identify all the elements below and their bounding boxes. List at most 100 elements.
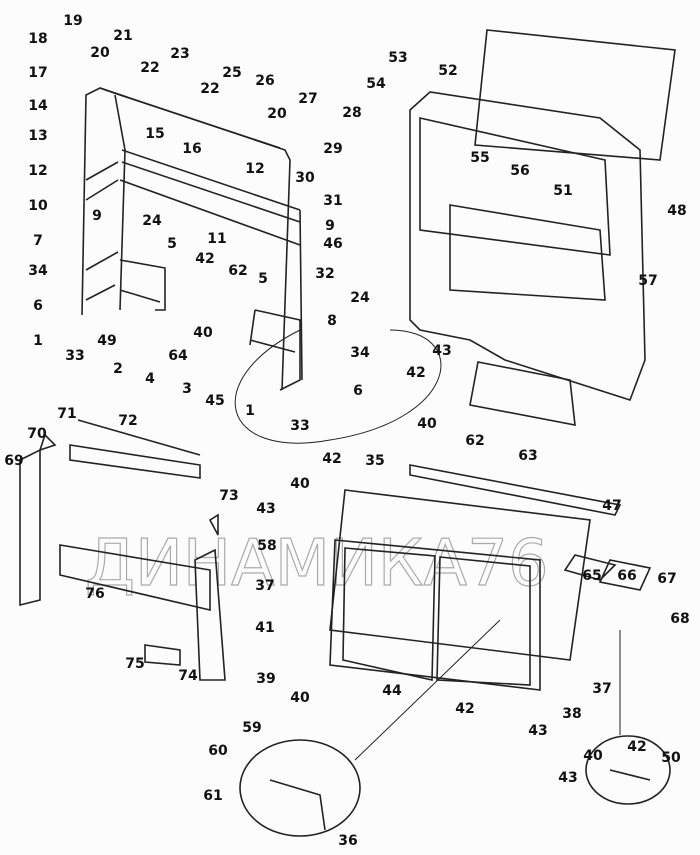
part-label-59: 59 <box>242 720 261 736</box>
part-label-35: 35 <box>365 453 384 469</box>
part-label-22: 22 <box>140 60 159 76</box>
part-label-12: 12 <box>245 161 264 177</box>
watermark: ДИНАМИКА76 <box>85 527 549 601</box>
side-panels <box>19 419 226 681</box>
part-label-54: 54 <box>366 76 386 92</box>
part-label-14: 14 <box>28 98 48 114</box>
part-label-18: 18 <box>28 31 47 47</box>
part-label-62: 62 <box>228 263 247 279</box>
watermark-swirl <box>234 329 442 444</box>
part-label-16: 16 <box>182 141 201 157</box>
part-label-10: 10 <box>28 198 48 214</box>
part-label-40: 40 <box>583 748 603 764</box>
part-label-50: 50 <box>661 750 681 766</box>
part-label-19: 19 <box>63 13 82 29</box>
part-label-20: 20 <box>90 45 110 61</box>
part-label-53: 53 <box>388 50 407 66</box>
part-label-39: 39 <box>256 671 275 687</box>
part-label-15: 15 <box>145 126 164 142</box>
part-label-76: 76 <box>85 586 104 602</box>
part-label-69: 69 <box>4 453 23 469</box>
part-label-38: 38 <box>562 706 581 722</box>
part-label-44: 44 <box>382 683 402 699</box>
bracket-detail <box>269 769 651 831</box>
part-label-49: 49 <box>97 333 116 349</box>
part-label-43: 43 <box>528 723 547 739</box>
part-label-24: 24 <box>142 213 162 229</box>
part-label-61: 61 <box>203 788 222 804</box>
part-label-4: 4 <box>145 371 155 387</box>
part-label-37: 37 <box>255 578 274 594</box>
part-label-58: 58 <box>257 538 276 554</box>
part-label-65: 65 <box>582 568 601 584</box>
part-label-28: 28 <box>342 105 361 121</box>
part-label-73: 73 <box>219 488 238 504</box>
part-label-34: 34 <box>350 345 370 361</box>
part-label-71: 71 <box>57 406 76 422</box>
part-label-40: 40 <box>417 416 437 432</box>
part-label-51: 51 <box>553 183 572 199</box>
part-label-47: 47 <box>602 498 621 514</box>
part-label-1: 1 <box>245 403 255 419</box>
part-label-6: 6 <box>33 298 43 314</box>
part-label-27: 27 <box>298 91 317 107</box>
part-label-56: 56 <box>510 163 529 179</box>
part-label-17: 17 <box>28 65 47 81</box>
part-label-48: 48 <box>667 203 686 219</box>
part-label-45: 45 <box>205 393 224 409</box>
part-label-9: 9 <box>325 218 335 234</box>
part-label-40: 40 <box>290 690 310 706</box>
part-label-67: 67 <box>657 571 676 587</box>
part-label-40: 40 <box>193 325 213 341</box>
part-label-42: 42 <box>322 451 341 467</box>
part-label-8: 8 <box>327 313 337 329</box>
part-label-40: 40 <box>290 476 310 492</box>
part-label-33: 33 <box>290 418 309 434</box>
detail-callout-left <box>239 739 361 837</box>
part-label-1: 1 <box>33 333 43 349</box>
part-label-31: 31 <box>323 193 342 209</box>
part-label-57: 57 <box>638 273 657 289</box>
part-label-42: 42 <box>455 701 474 717</box>
part-label-30: 30 <box>295 170 315 186</box>
part-label-42: 42 <box>406 365 425 381</box>
part-label-3: 3 <box>182 381 192 397</box>
part-label-42: 42 <box>627 739 646 755</box>
part-label-21: 21 <box>113 28 132 44</box>
part-label-63: 63 <box>518 448 537 464</box>
part-label-66: 66 <box>617 568 636 584</box>
part-label-24: 24 <box>350 290 370 306</box>
part-label-5: 5 <box>258 271 268 287</box>
part-label-75: 75 <box>125 656 144 672</box>
part-label-26: 26 <box>255 73 274 89</box>
part-label-20: 20 <box>267 106 287 122</box>
windshield <box>474 29 676 161</box>
part-label-42: 42 <box>195 251 214 267</box>
part-label-43: 43 <box>432 343 451 359</box>
part-label-41: 41 <box>255 620 274 636</box>
part-label-52: 52 <box>438 63 457 79</box>
part-label-23: 23 <box>170 46 189 62</box>
part-label-34: 34 <box>28 263 48 279</box>
part-label-33: 33 <box>65 348 84 364</box>
part-label-2: 2 <box>113 361 123 377</box>
detail-callout-right <box>585 735 671 805</box>
part-label-74: 74 <box>178 668 198 684</box>
part-label-43: 43 <box>558 770 577 786</box>
part-label-60: 60 <box>208 743 228 759</box>
rear-panel <box>329 464 652 691</box>
part-label-46: 46 <box>323 236 342 252</box>
part-label-13: 13 <box>28 128 47 144</box>
part-label-29: 29 <box>323 141 342 157</box>
part-label-11: 11 <box>207 231 226 247</box>
part-label-64: 64 <box>168 348 188 364</box>
part-label-55: 55 <box>470 150 489 166</box>
part-label-68: 68 <box>670 611 689 627</box>
callout-leader-lines <box>354 619 621 761</box>
part-label-32: 32 <box>315 266 334 282</box>
cab-frame <box>81 87 303 391</box>
cab-shell <box>409 29 676 426</box>
part-label-62: 62 <box>465 433 484 449</box>
